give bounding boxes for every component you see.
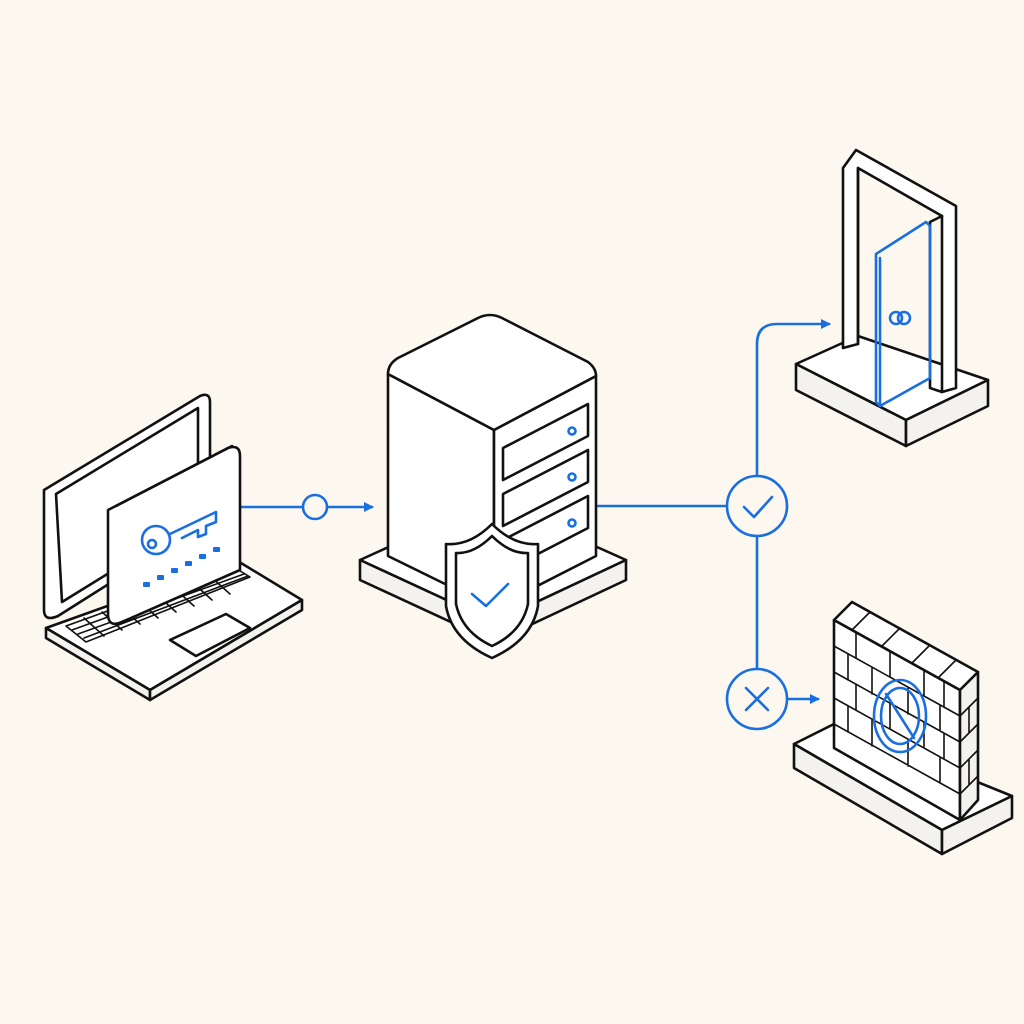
brick-wall-blocked-icon <box>792 600 1014 856</box>
server-tower-top <box>386 313 598 432</box>
password-dots <box>143 547 220 587</box>
laptop-touchpad <box>168 612 252 658</box>
door-frame <box>841 148 958 394</box>
laptop-with-key-icon <box>42 393 304 702</box>
connectors <box>238 319 831 704</box>
door-platform-right <box>904 378 990 448</box>
open-door-icon <box>794 148 990 448</box>
wall-platform-right <box>940 794 1014 856</box>
server-with-shield-icon <box>358 313 628 660</box>
key-icon <box>140 510 218 556</box>
credential-card <box>106 445 242 626</box>
shield-check-icon <box>444 522 540 660</box>
x-circle-icon <box>725 667 789 731</box>
blocked-sign-icon <box>872 678 928 754</box>
door-handle-icon <box>888 310 912 326</box>
credential-card-edge <box>114 444 234 508</box>
check-circle-icon <box>725 474 789 538</box>
edge-check-to-access <box>755 319 831 478</box>
door-leaf <box>874 220 932 408</box>
laptop-base-front <box>148 598 304 702</box>
wall-side <box>958 670 980 822</box>
